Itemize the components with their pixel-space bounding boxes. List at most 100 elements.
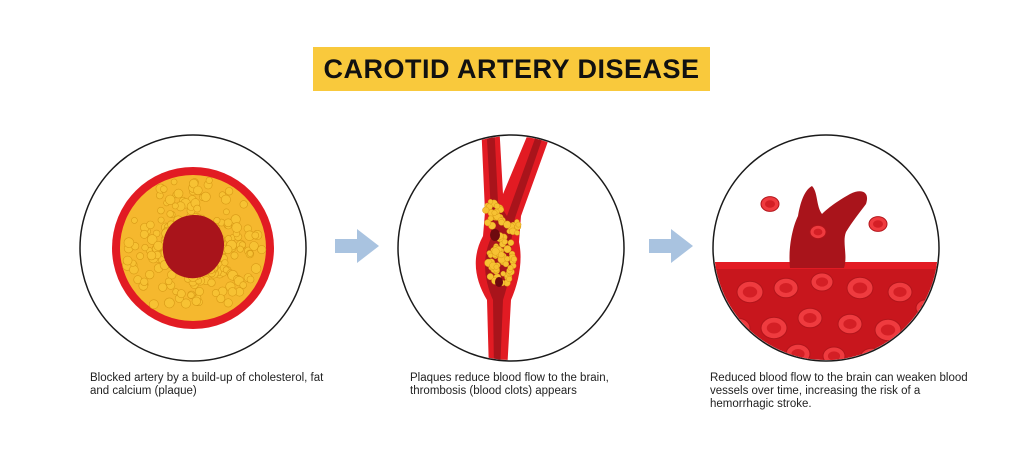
- plaque-globule: [504, 255, 511, 262]
- plaque-globule: [193, 204, 201, 213]
- red-blood-cell-center: [893, 287, 907, 297]
- plaque-globule: [167, 270, 177, 280]
- red-blood-cell-center: [843, 319, 857, 329]
- plaque-globule: [153, 240, 164, 251]
- plaque-globule: [211, 289, 220, 297]
- plaque-globule: [223, 208, 230, 216]
- plaque-globule: [136, 252, 144, 260]
- plaque-globule: [507, 264, 514, 271]
- plaque-globule: [515, 221, 522, 228]
- plaque-globule: [164, 297, 175, 309]
- plaque-globule: [236, 245, 244, 253]
- plaque-globule: [491, 209, 498, 216]
- plaque-globule: [249, 241, 259, 251]
- plaque-globule: [191, 296, 201, 306]
- panel-1-caption: Blocked artery by a build-up of choleste…: [90, 372, 324, 397]
- plaque-globule: [129, 265, 139, 275]
- plaque-globule: [157, 206, 165, 215]
- plaque-globule: [187, 291, 195, 299]
- plaque-globule: [491, 247, 500, 256]
- plaque-globule: [146, 234, 158, 245]
- plaque-globule: [223, 298, 233, 308]
- plaque-globule: [166, 210, 174, 218]
- red-blood-cell-center: [914, 339, 926, 349]
- plaque-globule: [239, 281, 247, 289]
- red-blood-cell-center: [852, 282, 868, 294]
- plaque-globules: [482, 199, 522, 287]
- plaque-globule: [486, 273, 494, 281]
- plaque-globule: [140, 277, 149, 286]
- plaque-globule: [503, 245, 512, 254]
- plaque-globule: [141, 243, 149, 252]
- blood-clot: [495, 277, 503, 287]
- panel-2-circle-frame: [397, 134, 625, 362]
- arrow-right-icon: [649, 229, 693, 263]
- red-blood-cell-center: [749, 353, 763, 360]
- plaque-globule: [123, 237, 135, 248]
- red-blood-cell: [915, 299, 937, 317]
- title-banner: CAROTID ARTERY DISEASE: [313, 47, 710, 91]
- plaque-globule: [507, 239, 515, 246]
- plaque-globule: [145, 270, 155, 280]
- plaque-globule: [510, 256, 518, 263]
- plaque-globule: [146, 220, 155, 230]
- plaque-globule: [148, 299, 159, 310]
- plaque-globule: [487, 199, 494, 205]
- narrowed-lumen: [162, 214, 225, 279]
- plaque-globule: [157, 216, 165, 224]
- red-blood-cell-center: [827, 351, 841, 360]
- plaque-globule: [246, 275, 255, 284]
- plaque-globule: [165, 194, 176, 205]
- red-blood-cell-center: [803, 313, 817, 323]
- plaque-globule: [227, 287, 237, 297]
- plaque-globule: [221, 259, 229, 267]
- red-blood-cell-center: [742, 286, 758, 298]
- plaque-globule: [131, 217, 138, 224]
- plaque-globule: [213, 217, 221, 225]
- red-blood-cell-center: [779, 283, 793, 293]
- plaque-globule: [514, 229, 520, 236]
- plaque-globule: [493, 202, 501, 210]
- plaque-globule: [482, 206, 490, 214]
- page-title: CAROTID ARTERY DISEASE: [323, 53, 700, 84]
- artery-lumen: [485, 136, 548, 360]
- red-blood-cell-center: [813, 228, 823, 236]
- plaque-globule: [500, 270, 506, 277]
- plaque-globule: [207, 278, 216, 287]
- red-blood-cell: [744, 348, 768, 360]
- panel-2-illustration: [397, 134, 625, 362]
- plaque-globule: [487, 252, 494, 259]
- plaque-globule: [223, 245, 233, 255]
- plaque-globule: [170, 178, 178, 186]
- plaque-globule: [217, 286, 228, 297]
- plaque-globule: [176, 289, 186, 299]
- plaque-globule: [257, 245, 267, 255]
- plaque-globule: [194, 287, 204, 297]
- plaque-globule: [225, 187, 234, 196]
- plaque-globule: [239, 200, 248, 209]
- plaque-globule: [501, 238, 508, 245]
- red-blood-cell-center: [815, 277, 829, 287]
- plaque-globule: [216, 294, 226, 303]
- plaque-globule: [250, 263, 262, 274]
- panel-3-illustration: [712, 134, 940, 362]
- red-blood-cell-center: [765, 200, 775, 208]
- panel-1-illustration: [79, 134, 307, 362]
- panel-3-caption: Reduced blood flow to the brain can weak…: [710, 372, 968, 410]
- plaque-globule: [164, 277, 173, 286]
- red-blood-cell: [909, 335, 931, 353]
- plaque-globule: [158, 282, 168, 292]
- red-blood-cell-center: [766, 322, 782, 334]
- red-blood-cell-center: [873, 220, 883, 228]
- plaque-globule: [173, 188, 184, 199]
- plaque-globule: [180, 298, 191, 309]
- plaque-globule: [188, 178, 199, 189]
- panel-3-circle-frame: [712, 134, 940, 362]
- red-blood-cell: [895, 355, 917, 360]
- arrow-right-icon: [335, 229, 379, 263]
- plaque-globule: [200, 191, 211, 202]
- plaque-globule: [171, 202, 179, 210]
- plaque-globule: [251, 231, 260, 240]
- red-blood-cell-center: [880, 324, 896, 336]
- plaque-globule: [220, 194, 231, 205]
